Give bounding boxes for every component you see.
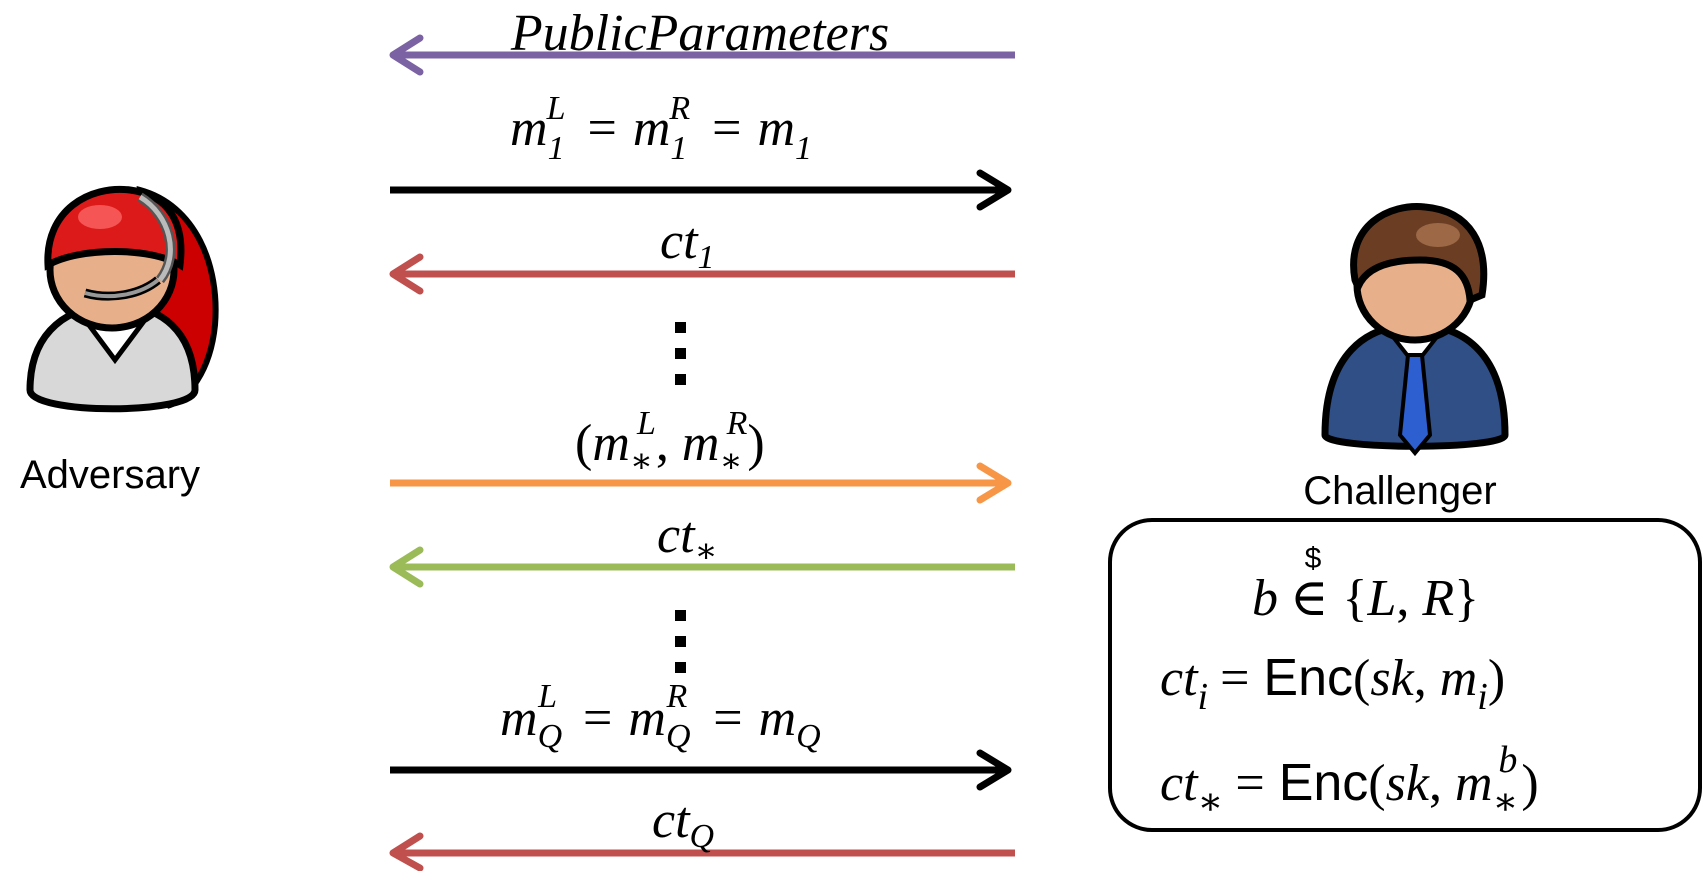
arrowhead-right-icon (976, 749, 1012, 791)
arrowhead-left-icon (389, 546, 424, 588)
arrowhead-left-icon (389, 832, 424, 871)
query-1-label: m1L=m1R=m1 (510, 90, 812, 167)
challenger-person-icon (1321, 203, 1509, 457)
ellipsis-dots (675, 322, 686, 385)
message-ct-q: ctQ (389, 792, 1015, 871)
challenger-line-ct-i: cti=Enc(sk, mi) (1160, 649, 1505, 718)
query-q-label: mQL=mQR=mQ (500, 678, 821, 755)
dollar-sign-sample-icon: $ (1305, 542, 1322, 575)
message-query-1: m1L=m1R=m1 (390, 90, 1012, 211)
challenge-label: (m∗L, m∗R) (575, 405, 765, 480)
message-ct-star: ct∗ (389, 507, 1015, 588)
arrowhead-right-icon (976, 462, 1012, 504)
message-ct-1: ct1 (389, 213, 1015, 295)
message-query-q: mQL=mQR=mQ (390, 678, 1012, 791)
message-challenge: (m∗L, m∗R) (390, 405, 1012, 504)
challenger-setup-box: b∈{L, R} $ cti=Enc(sk, mi) ct∗=Enc(sk, m… (1108, 518, 1702, 832)
ellipsis-dots (675, 610, 686, 673)
ct-q-label: ctQ (652, 792, 714, 855)
ct-star-label: ct∗ (657, 507, 718, 570)
arrowhead-left-icon (389, 253, 424, 295)
challenger-label: Challenger (1303, 469, 1496, 513)
arrowhead-left-icon (389, 34, 424, 76)
message-public-parameters: PublicParameters (389, 5, 1015, 76)
arrowhead-right-icon (976, 169, 1012, 211)
challenger-line-b-sample: b∈{L, R} (1252, 570, 1479, 627)
challenger-line-ct-star: ct∗=Enc(sk, m∗b) (1160, 739, 1539, 823)
ct-1-label: ct1 (660, 213, 715, 276)
adversary-headset-person-icon (26, 185, 219, 413)
adversary-label: Adversary (20, 453, 200, 497)
public-parameters-label: PublicParameters (510, 5, 889, 62)
